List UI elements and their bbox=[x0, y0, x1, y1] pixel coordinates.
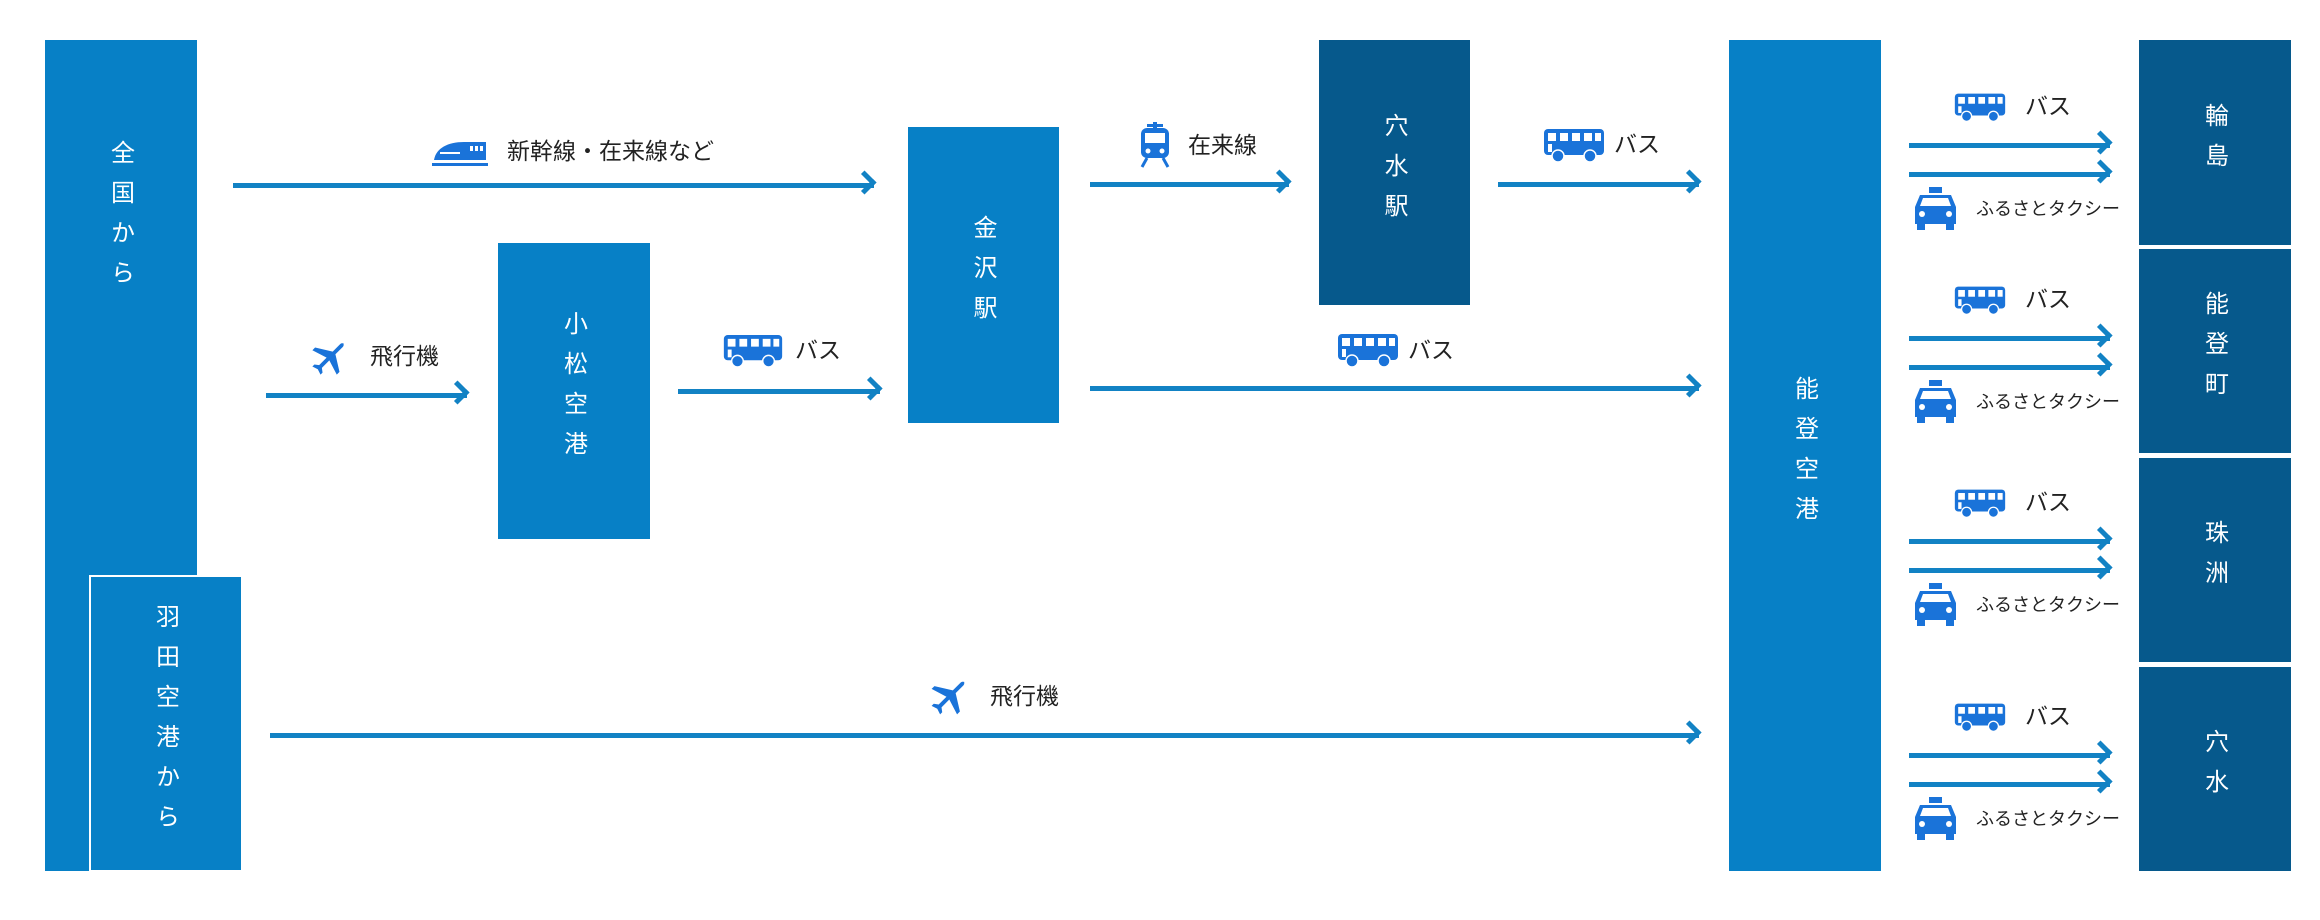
noto-airport-box: 能登空港 bbox=[1729, 40, 1881, 871]
bus-icon bbox=[722, 334, 784, 368]
arrow-nationwide-to-kanazawa bbox=[233, 183, 874, 188]
arrow-taxi-to-destination bbox=[1909, 365, 2110, 370]
arrow-bus-to-destination bbox=[1909, 336, 2110, 341]
destination-notocho-box: 能登町 bbox=[2139, 249, 2291, 453]
route-label-bus-kanazawa: バス bbox=[1408, 338, 1454, 364]
bus-icon bbox=[1954, 283, 2006, 318]
arrow-taxi-to-destination bbox=[1909, 172, 2110, 177]
airplane-icon bbox=[925, 672, 975, 720]
destination-wajima-box: 輪島 bbox=[2139, 40, 2291, 245]
arrow-anamizu-to-noto-airport bbox=[1498, 182, 1699, 187]
bus-icon bbox=[1954, 90, 2006, 125]
route-label-bus-destination: バス bbox=[2025, 287, 2071, 313]
route-label-plane-komatsu: 飛行機 bbox=[370, 344, 439, 370]
arrow-bus-to-destination bbox=[1909, 753, 2110, 758]
route-label-bus-anamizu: バス bbox=[1614, 132, 1660, 158]
destination-anamizu-box: 穴水 bbox=[2139, 667, 2291, 871]
bus-icon bbox=[1954, 700, 2006, 735]
destination-label: 能登町 bbox=[2200, 291, 2229, 411]
route-label-taxi: ふるさとタクシー bbox=[1976, 595, 2120, 616]
taxi-icon bbox=[1912, 583, 1959, 626]
arrow-kanazawa-to-anamizu bbox=[1090, 182, 1289, 187]
route-label-taxi: ふるさとタクシー bbox=[1976, 392, 2120, 413]
destination-suzu-box: 珠洲 bbox=[2139, 458, 2291, 662]
taxi-icon bbox=[1912, 380, 1959, 423]
origin-haneda-box: 羽田空港から bbox=[89, 575, 243, 872]
train-icon bbox=[1137, 122, 1173, 168]
komatsu-airport-box: 小松空港 bbox=[498, 243, 650, 539]
route-label-bus-destination: バス bbox=[2025, 490, 2071, 516]
arrow-haneda-to-noto-airport bbox=[270, 733, 1699, 738]
taxi-icon bbox=[1912, 187, 1959, 230]
anamizu-station-box: 穴水駅 bbox=[1319, 40, 1470, 305]
arrow-nationwide-to-komatsu bbox=[266, 393, 467, 398]
bus-icon bbox=[1543, 128, 1605, 163]
origin-nationwide-label: 全国から bbox=[106, 140, 135, 300]
route-label-bus-destination: バス bbox=[2025, 704, 2071, 730]
route-label-local-line: 在来線 bbox=[1188, 133, 1257, 159]
shinkansen-icon bbox=[430, 138, 490, 168]
bus-icon bbox=[1337, 333, 1399, 368]
kanazawa-station-box: 金沢駅 bbox=[908, 127, 1059, 423]
arrow-taxi-to-destination bbox=[1909, 568, 2110, 573]
origin-haneda-label: 羽田空港から bbox=[151, 603, 180, 844]
arrow-bus-to-destination bbox=[1909, 539, 2110, 544]
noto-airport-label: 能登空港 bbox=[1790, 375, 1819, 536]
arrow-komatsu-to-kanazawa bbox=[678, 389, 880, 394]
kanazawa-station-label: 金沢駅 bbox=[969, 215, 997, 335]
arrow-taxi-to-destination bbox=[1909, 782, 2110, 787]
route-label-plane-haneda: 飛行機 bbox=[990, 684, 1059, 710]
anamizu-station-label: 穴水駅 bbox=[1380, 112, 1408, 233]
route-label-bus-komatsu: バス bbox=[795, 338, 841, 364]
destination-label: 珠洲 bbox=[2200, 520, 2229, 600]
arrow-bus-to-destination bbox=[1909, 143, 2110, 148]
komatsu-airport-label: 小松空港 bbox=[559, 311, 588, 471]
route-label-shinkansen: 新幹線・在来線など bbox=[507, 139, 714, 165]
airplane-icon bbox=[305, 334, 355, 380]
arrow-kanazawa-to-noto-airport bbox=[1090, 386, 1699, 391]
taxi-icon bbox=[1912, 797, 1959, 840]
destination-label: 輪島 bbox=[2200, 102, 2229, 183]
route-label-taxi: ふるさとタクシー bbox=[1976, 199, 2120, 220]
bus-icon bbox=[1954, 486, 2006, 521]
destination-label: 穴水 bbox=[2200, 729, 2229, 809]
route-label-bus-destination: バス bbox=[2025, 94, 2071, 120]
route-label-taxi: ふるさとタクシー bbox=[1976, 809, 2120, 830]
